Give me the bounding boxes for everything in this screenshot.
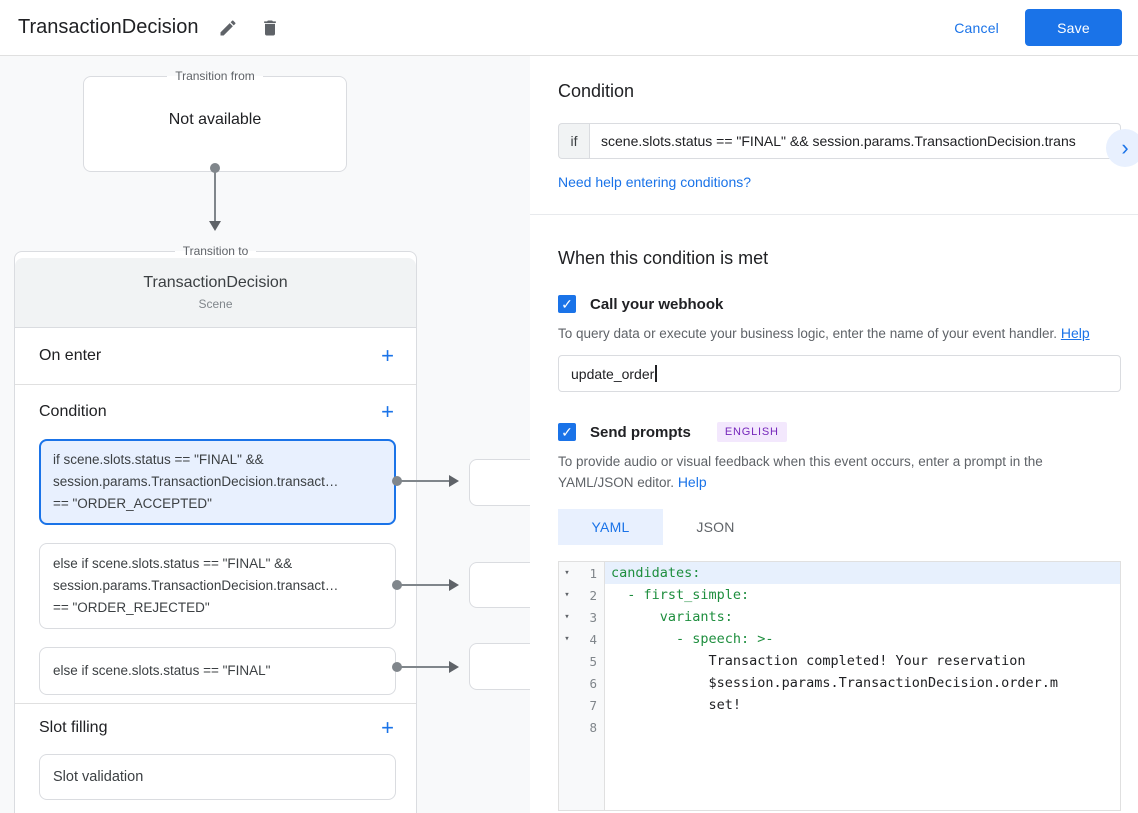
connector-dot: [392, 476, 402, 486]
condition-heading: Condition: [558, 81, 635, 101]
editor-code-area[interactable]: candidates: - first_simple: variants: - …: [605, 562, 1120, 810]
check-icon: ✓: [561, 296, 573, 312]
transition-from-content: Not available: [168, 111, 262, 128]
connector-line: [399, 584, 449, 586]
connector-dot: [210, 163, 220, 173]
condition-text: else if scene.slots.status == "FINAL" &&: [53, 556, 293, 571]
webhook-help-link[interactable]: Help: [1060, 325, 1090, 341]
arrow-right-icon: [449, 475, 459, 487]
condition-card[interactable]: else if scene.slots.status == "FINAL": [39, 647, 396, 695]
transition-target-box[interactable]: [469, 643, 530, 690]
arrow-right-icon: [449, 661, 459, 673]
scene-type: Scene: [198, 297, 233, 311]
scene-diagram-canvas: Transition from Not available Transition…: [0, 56, 530, 813]
yaml-editor[interactable]: ▾ 1 ▾ 2 ▾ 3 ▾ 4 5 6 7 8 candidates: - first_…: [558, 561, 1121, 811]
line-number: 7: [589, 697, 597, 713]
connector-line: [214, 171, 216, 221]
condition-section-label: Condition: [39, 403, 107, 420]
tab-yaml[interactable]: YAML: [558, 509, 663, 545]
arrow-down-icon: [209, 221, 221, 231]
prompts-helper-text: To provide audio or visual feedback when…: [558, 454, 1043, 490]
when-condition-heading: When this condition is met: [558, 248, 769, 268]
condition-text: session.params.TransactionDecision.trans…: [53, 474, 339, 489]
slot-filling-section: Slot filling + Slot validation: [15, 704, 416, 800]
condition-detail-panel: Condition › if Need help entering condit…: [530, 56, 1138, 813]
code-line: variants:: [611, 609, 733, 625]
tab-json[interactable]: JSON: [696, 519, 735, 535]
line-number: 8: [589, 719, 597, 735]
webhook-helper-text: To query data or execute your business l…: [558, 325, 1090, 341]
add-condition-button[interactable]: +: [381, 399, 394, 424]
condition-card[interactable]: else if scene.slots.status == "FINAL" &&…: [39, 543, 396, 629]
on-enter-label: On enter: [39, 347, 102, 364]
send-prompts-label: Send prompts: [590, 423, 691, 441]
connector-line: [399, 666, 449, 668]
line-number: 3: [589, 609, 597, 625]
condition-text: if scene.slots.status == "FINAL" &&: [53, 452, 264, 467]
add-on-enter-button[interactable]: +: [381, 343, 394, 368]
editor-format-tabs: YAML JSON: [558, 509, 1121, 545]
code-line: [605, 716, 1120, 738]
code-line: set!: [611, 697, 742, 713]
language-badge: ENGLISH: [716, 422, 787, 442]
transition-from-node: Transition from Not available: [83, 69, 347, 172]
slot-filling-label: Slot filling: [39, 719, 108, 736]
condition-text: == "ORDER_ACCEPTED": [53, 496, 212, 511]
code-line: - speech: >-: [611, 631, 774, 647]
webhook-name-input[interactable]: update_order: [558, 355, 1121, 392]
page-title: TransactionDecision: [18, 16, 199, 38]
transition-target-box[interactable]: [469, 459, 530, 506]
save-button[interactable]: Save: [1025, 9, 1122, 46]
condition-input[interactable]: [589, 123, 1121, 159]
if-prefix: if: [558, 123, 589, 159]
check-icon: ✓: [561, 424, 573, 440]
code-line: - first_simple:: [611, 587, 750, 603]
condition-text: == "ORDER_REJECTED": [53, 600, 210, 615]
prompts-help-link[interactable]: Help: [677, 474, 707, 490]
section-divider: [530, 214, 1138, 215]
arrow-right-icon: [449, 579, 459, 591]
slot-validation-card[interactable]: Slot validation: [39, 754, 396, 800]
line-number: 5: [589, 653, 597, 669]
connector-line: [399, 480, 449, 482]
page-header: TransactionDecision Cancel Save: [0, 0, 1138, 56]
collapse-arrow-icon[interactable]: ▾: [564, 634, 570, 644]
edit-icon[interactable]: [216, 16, 240, 40]
line-number: 4: [589, 631, 597, 647]
collapse-arrow-icon[interactable]: ▾: [564, 612, 570, 622]
on-enter-row[interactable]: On enter +: [15, 328, 416, 385]
collapse-panel-button[interactable]: ›: [1106, 129, 1138, 167]
chevron-right-icon: ›: [1121, 135, 1129, 160]
connector-dot: [392, 580, 402, 590]
editor-gutter: ▾ 1 ▾ 2 ▾ 3 ▾ 4 5 6 7 8: [559, 562, 605, 810]
code-line: candidates:: [605, 562, 1120, 584]
text-caret: [655, 365, 657, 382]
scene-name: TransactionDecision: [143, 274, 288, 291]
add-slot-button[interactable]: +: [381, 715, 394, 740]
webhook-checkbox[interactable]: ✓: [558, 295, 576, 313]
delete-icon[interactable]: [258, 16, 282, 40]
line-number: 2: [589, 587, 597, 603]
webhook-name-value: update_order: [571, 365, 655, 382]
collapse-arrow-icon[interactable]: ▾: [564, 568, 570, 578]
conditions-help-link[interactable]: Need help entering conditions?: [558, 174, 752, 190]
line-number: 6: [589, 675, 597, 691]
connector-dot: [392, 662, 402, 672]
line-number: 1: [589, 565, 597, 581]
condition-text: session.params.TransactionDecision.trans…: [53, 578, 339, 593]
scene-header: TransactionDecision Scene: [15, 258, 416, 328]
transition-to-node: Transition to TransactionDecision Scene …: [14, 244, 417, 813]
webhook-label: Call your webhook: [590, 295, 724, 313]
code-line: $session.params.TransactionDecision.orde…: [611, 675, 1059, 691]
condition-text: else if scene.slots.status == "FINAL": [53, 663, 271, 678]
transition-to-label: Transition to: [182, 244, 249, 258]
condition-card[interactable]: if scene.slots.status == "FINAL" && sess…: [39, 439, 396, 525]
transition-target-box[interactable]: [469, 562, 530, 608]
condition-section: Condition + if scene.slots.status == "FI…: [15, 385, 416, 704]
collapse-arrow-icon[interactable]: ▾: [564, 590, 570, 600]
cancel-button[interactable]: Cancel: [954, 19, 999, 36]
code-line: Transaction completed! Your reservation: [611, 653, 1026, 669]
transition-from-label: Transition from: [175, 69, 255, 83]
send-prompts-checkbox[interactable]: ✓: [558, 423, 576, 441]
